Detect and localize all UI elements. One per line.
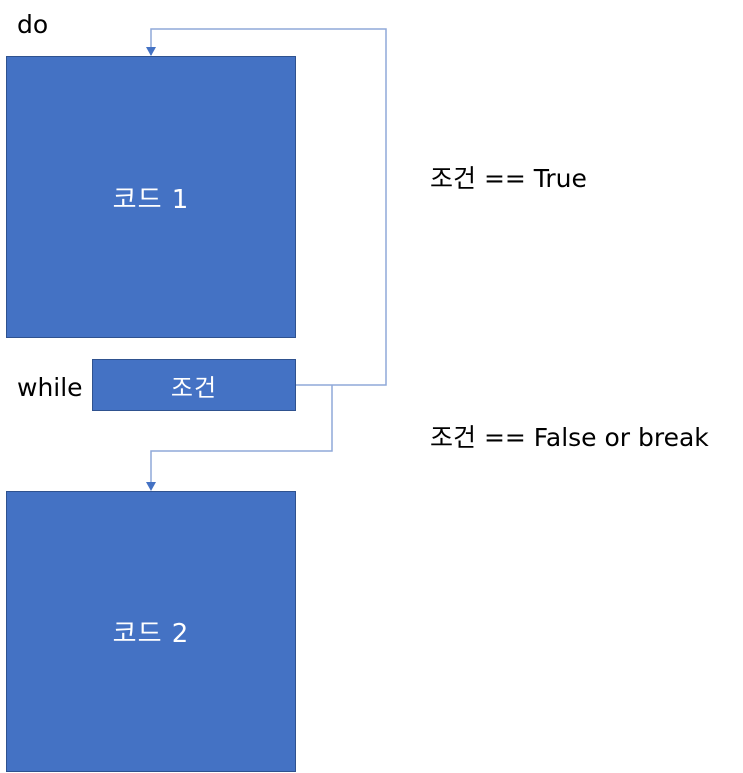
while-keyword-label: while <box>17 373 83 402</box>
exit-arrowhead <box>146 482 156 491</box>
exit-connector <box>150 385 333 482</box>
loop-back-arrowhead <box>146 47 156 56</box>
code-block-1-label: 코드 1 <box>112 184 190 215</box>
loop-back-connector <box>150 28 387 386</box>
code-block-2-label: 코드 2 <box>112 619 190 649</box>
condition-box-label: 조건 <box>170 373 218 402</box>
do-keyword-label: do <box>17 10 49 39</box>
code-block-1: 코드 1 <box>6 56 296 338</box>
code-block-2: 코드 2 <box>6 491 296 772</box>
true-branch-label: 조건 == True <box>430 164 587 193</box>
false-branch-label: 조건 == False or break <box>430 423 709 452</box>
condition-box: 조건 <box>92 359 296 411</box>
